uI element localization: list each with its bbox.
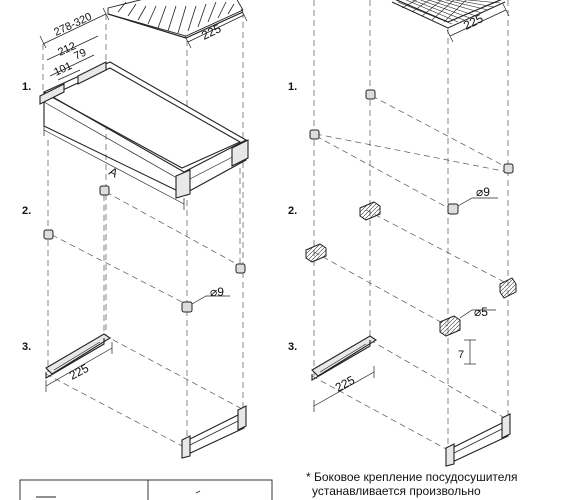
right-labels: 225 ⌀9 ⌀5 7 225 1. 2. 3. bbox=[288, 11, 490, 394]
left-labels: 278-320 212 79 101 225 A ⌀9 225 1. 2. 3. bbox=[22, 11, 224, 383]
left-dim-a: A bbox=[107, 164, 121, 180]
left-top-dimensions bbox=[39, 7, 248, 81]
left-step-1: 1. bbox=[22, 81, 31, 93]
left-dim-79: 79 bbox=[72, 47, 88, 63]
right-step-1: 1. bbox=[288, 81, 297, 93]
left-step-3: 3. bbox=[22, 341, 31, 353]
right-panel bbox=[305, 0, 517, 467]
right-hole-5: ⌀5 bbox=[474, 305, 488, 319]
left-dim-278-320: 278-320 bbox=[52, 11, 94, 39]
right-step-2: 2. bbox=[288, 205, 297, 217]
left-drip-tray bbox=[45, 333, 113, 392]
right-dim-225-tray: 225 bbox=[333, 373, 358, 395]
right-step-3: 3. bbox=[288, 341, 297, 353]
left-bottom-tray bbox=[181, 405, 247, 459]
left-guide-lines bbox=[42, 12, 245, 450]
right-guide-lines bbox=[311, 0, 509, 460]
left-step-2: 2. bbox=[22, 205, 31, 217]
right-offset-7: 7 bbox=[458, 349, 464, 361]
left-brackets bbox=[43, 185, 246, 313]
left-dish-rack bbox=[107, 0, 244, 39]
right-bottom-tray bbox=[445, 413, 511, 467]
left-dimension-a bbox=[43, 124, 185, 210]
right-hole-9: ⌀9 bbox=[476, 185, 490, 199]
left-dim-101: 101 bbox=[52, 60, 74, 79]
footnote-line-1: * Боковое крепление посудосушителя bbox=[306, 470, 518, 484]
left-frame bbox=[39, 61, 249, 199]
left-panel bbox=[39, 0, 249, 459]
left-hole-9: ⌀9 bbox=[210, 285, 224, 299]
footnote: * Боковое крепление посудосушителя устан… bbox=[306, 470, 578, 498]
footnote-line-2: устанавливается произвольно bbox=[312, 484, 481, 498]
bottom-box bbox=[19, 479, 273, 500]
right-step1-brackets bbox=[309, 89, 514, 215]
right-step2-clips bbox=[305, 201, 517, 365]
right-dish-rack bbox=[391, 0, 506, 29]
right-drip-tray bbox=[311, 335, 378, 412]
